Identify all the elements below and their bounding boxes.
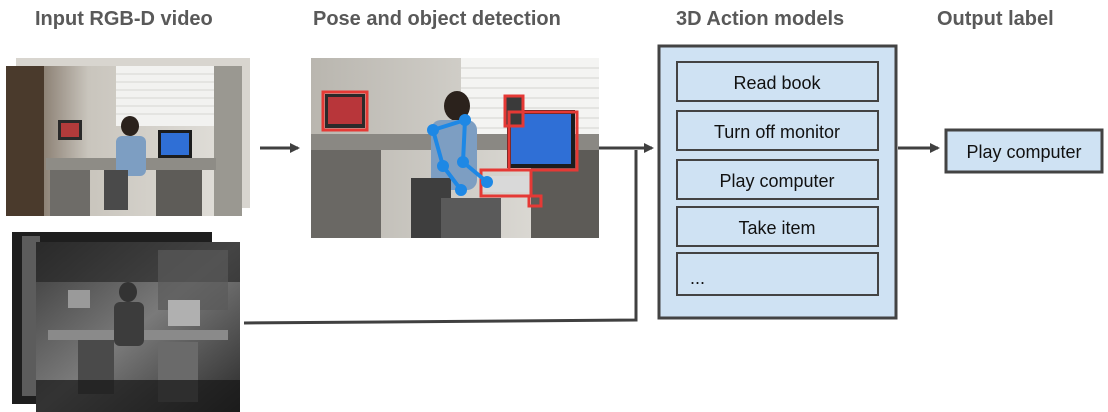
heading-output: Output label (937, 8, 1054, 30)
rgb-frames-stack (6, 58, 254, 218)
heading-models: 3D Action models (676, 8, 845, 30)
detection-box-monitor-left (321, 90, 369, 132)
action-model-label: Play computer (719, 171, 834, 191)
action-model-list: Read book Turn off monitor Play computer… (676, 61, 879, 296)
detection-frame (311, 58, 599, 238)
detection-boxes (321, 90, 579, 208)
action-model-label: Read book (733, 73, 821, 93)
heading-detection: Pose and object detection (313, 8, 561, 30)
action-model-label: ... (690, 268, 705, 288)
action-model-box (676, 61, 879, 102)
action-model-label: Take item (738, 218, 815, 238)
output-label-text: Play computer (966, 142, 1081, 162)
action-model-box (676, 159, 879, 200)
arrow-depth-to-models (243, 150, 638, 325)
heading-input: Input RGB-D video (35, 8, 213, 30)
detection-box-mouse (527, 194, 543, 208)
detection-box-keyboard (479, 168, 533, 198)
action-model-box (676, 110, 879, 151)
action-model-label: Turn off monitor (714, 122, 840, 142)
action-model-box (676, 252, 879, 296)
output-label-box (944, 128, 1104, 174)
depth-frames-stack (8, 230, 242, 412)
action-model-box (676, 206, 879, 247)
skeleton-overlay (427, 114, 493, 196)
detection-box-monitor (507, 110, 579, 172)
